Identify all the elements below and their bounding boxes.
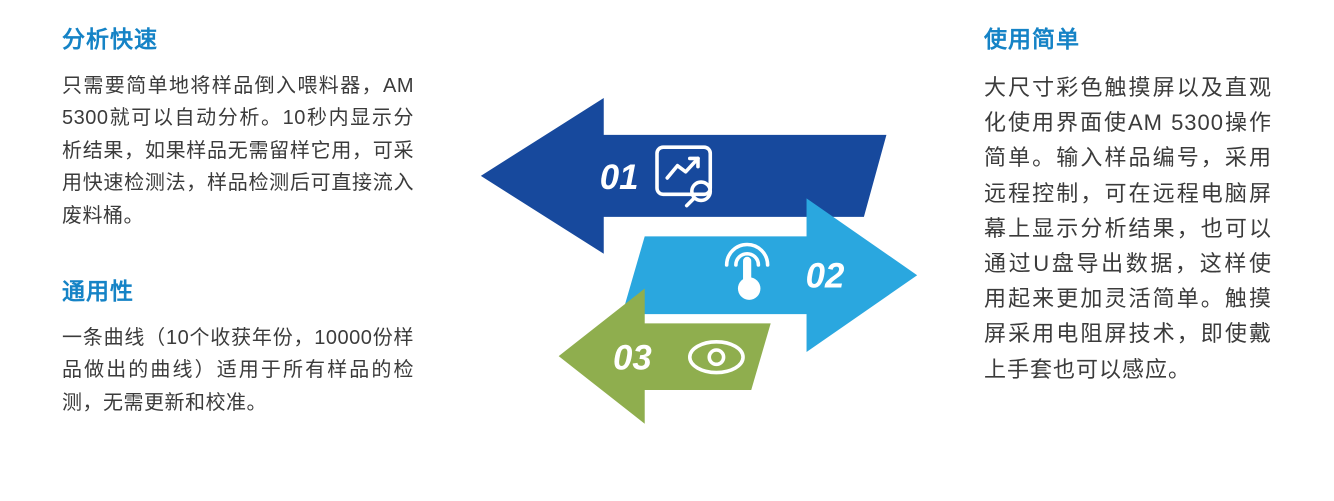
arrow-diagram: 01 02: [474, 0, 924, 501]
feature-section-universality: 通用性 一条曲线（10个收获年份，10000份样品做出的曲线）适用于所有样品的检…: [62, 272, 414, 419]
feature-section-fast-analysis: 分析快速 只需要简单地将样品倒入喂料器，AM 5300就可以自动分析。10秒内显…: [62, 20, 414, 232]
section-heading-fast-analysis: 分析快速: [62, 26, 158, 52]
step-2-number: 02: [806, 257, 845, 296]
step-1-arrow-shape: [480, 98, 887, 254]
step-3-arrow-shape: [558, 288, 771, 424]
eye-icon: [687, 340, 745, 375]
section-heading-easy-use: 使用简单: [984, 26, 1080, 52]
step-2-arrow: 02: [622, 198, 918, 353]
chart-search-icon: [655, 145, 713, 208]
step-1-arrow: 01: [480, 98, 887, 254]
section-body-easy-use: 大尺寸彩色触摸屏以及直观化使用界面使AM 5300操作简单。输入样品编号，采用远…: [984, 75, 1272, 382]
section-body-universality: 一条曲线（10个收获年份，10000份样品做出的曲线）适用于所有样品的检测，无需…: [62, 326, 414, 414]
step-3-number: 03: [613, 338, 652, 377]
section-heading-universality: 通用性: [62, 277, 134, 304]
left-column: 分析快速 只需要简单地将样品倒入喂料器，AM 5300就可以自动分析。10秒内显…: [62, 0, 414, 501]
section-body-fast-analysis: 只需要简单地将样品倒入喂料器，AM 5300就可以自动分析。10秒内显示分析结果…: [62, 75, 414, 227]
touch-icon: [724, 242, 770, 300]
arrow-diagram-svg: 01 02: [480, 98, 918, 424]
right-column: 使用简单 大尺寸彩色触摸屏以及直观化使用界面使AM 5300操作简单。输入样品编…: [984, 0, 1272, 501]
feature-section-easy-use: 使用简单 大尺寸彩色触摸屏以及直观化使用界面使AM 5300操作简单。输入样品编…: [984, 20, 1272, 387]
step-3-arrow: 03: [558, 288, 771, 424]
step-1-number: 01: [600, 158, 639, 197]
step-2-arrow-shape: [622, 198, 918, 353]
